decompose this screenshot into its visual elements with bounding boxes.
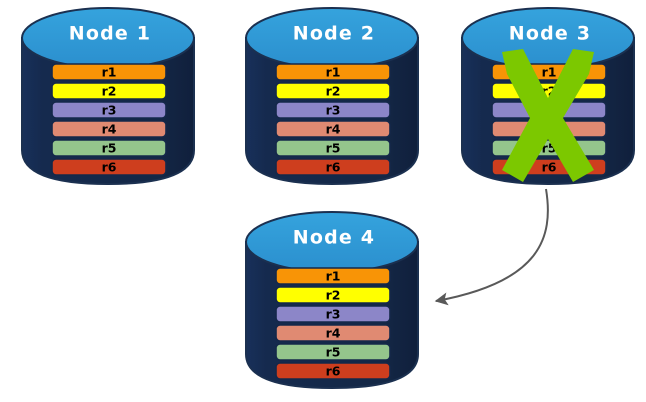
node-3[interactable]: Node 3 r1 r2 r3 r4 r5 r6 [461, 7, 635, 186]
node-4-row-label-r6: r6 [326, 364, 341, 379]
node-2-row-label-r3: r3 [326, 103, 341, 118]
node-1-row-r4[interactable] [51, 120, 167, 138]
node-1-row-label-r4: r4 [102, 122, 117, 137]
node-3-title: Node 3 [509, 23, 591, 45]
node-4-title: Node 4 [293, 227, 375, 249]
node-1-row-r1[interactable] [51, 63, 167, 81]
node-2-row-r3[interactable] [275, 101, 391, 119]
node-3-row-label-r1: r1 [542, 65, 557, 80]
node-1-row-r2[interactable] [51, 82, 167, 100]
node-2-row-r5[interactable] [275, 139, 391, 157]
node-1-row-label-r3: r3 [102, 103, 117, 118]
node-2-row-r2[interactable] [275, 82, 391, 100]
recovery-arrow [434, 188, 549, 306]
node-2-row-label-r4: r4 [326, 122, 341, 137]
node-4-row-label-r5: r5 [326, 345, 341, 360]
node-4-row-r2[interactable] [275, 286, 391, 304]
node-4-row-r4[interactable] [275, 324, 391, 342]
node-4-row-label-r4: r4 [326, 326, 341, 341]
node-4-rows: r1 r2 r3 r4 r5 r6 [275, 267, 391, 380]
node-1-row-label-r1: r1 [102, 65, 117, 80]
node-4-row-r6[interactable] [275, 362, 391, 380]
node-4-row-label-r1: r1 [326, 269, 341, 284]
node-2-title: Node 2 [293, 23, 375, 45]
node-2-row-r6[interactable] [275, 158, 391, 176]
node-4-row-r3[interactable] [275, 305, 391, 323]
node-1-rows: r1 r2 r3 r4 r5 r6 [51, 63, 167, 176]
node-4-row-label-r3: r3 [326, 307, 341, 322]
node-1[interactable]: Node 1 r1 r2 r3 r4 r5 r6 [21, 7, 195, 186]
node-2[interactable]: Node 2 r1 r2 r3 r4 r5 r6 [245, 7, 419, 186]
node-3-row-label-r6: r6 [542, 160, 557, 175]
node-4-row-r5[interactable] [275, 343, 391, 361]
node-2-row-label-r2: r2 [326, 84, 341, 99]
node-1-row-label-r6: r6 [102, 160, 117, 175]
node-2-row-r4[interactable] [275, 120, 391, 138]
node-2-row-label-r5: r5 [326, 141, 341, 156]
node-2-row-label-r1: r1 [326, 65, 341, 80]
node-1-row-r5[interactable] [51, 139, 167, 157]
node-2-row-label-r6: r6 [326, 160, 341, 175]
node-4-row-r1[interactable] [275, 267, 391, 285]
node-4[interactable]: Node 4 r1 r2 r3 r4 r5 r6 [245, 211, 419, 390]
failure-cross-icon [502, 49, 594, 182]
node-1-row-label-r2: r2 [102, 84, 117, 99]
node-2-rows: r1 r2 r3 r4 r5 r6 [275, 63, 391, 176]
node-1-title: Node 1 [69, 23, 151, 45]
node-1-row-label-r5: r5 [102, 141, 117, 156]
node-1-row-r3[interactable] [51, 101, 167, 119]
node-4-row-label-r2: r2 [326, 288, 341, 303]
node-1-row-r6[interactable] [51, 158, 167, 176]
node-2-row-r1[interactable] [275, 63, 391, 81]
